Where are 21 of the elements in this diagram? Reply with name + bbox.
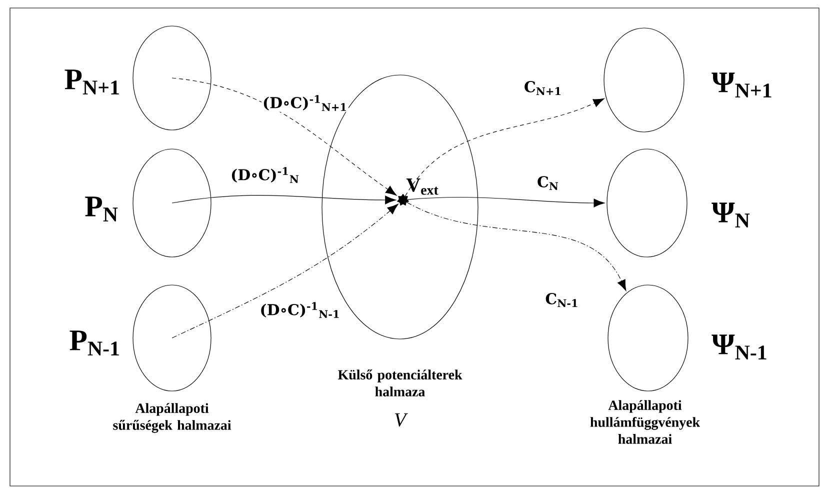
edge-label: C$_{N-1}$ [544, 292, 580, 308]
arrow [172, 78, 397, 196]
set-label: P$_{N+1}$ [64, 70, 119, 94]
edge-label: C$_{N}$ [536, 175, 560, 191]
arrow [404, 98, 604, 196]
set-label: Ψ$_{N}$ [712, 202, 750, 228]
set-label: P$_{N-1}$ [70, 330, 119, 356]
edge-label: (D∘C)$^{-1}$N-1 [258, 301, 342, 319]
edge-label: (D∘C)$^{-1}$N+1 [262, 94, 348, 112]
node-label: V [394, 413, 408, 427]
arrow [407, 196, 605, 208]
set-label: Ψ$_{N+1}$ [712, 72, 772, 98]
set-label: P$_{N}$ [85, 196, 118, 222]
set-label: Ψ$_{N-1}$ [712, 334, 766, 360]
point-label: V$_{ext}$ [406, 178, 438, 195]
arrow [406, 202, 626, 291]
edge-label: (D∘C)$^{-1}$N [230, 166, 300, 184]
node-label: Külső potenciálterek halmaza [338, 370, 462, 396]
edge-label: C$_{N+1}$ [523, 80, 563, 96]
arrow [172, 195, 396, 204]
arrow [172, 204, 398, 338]
